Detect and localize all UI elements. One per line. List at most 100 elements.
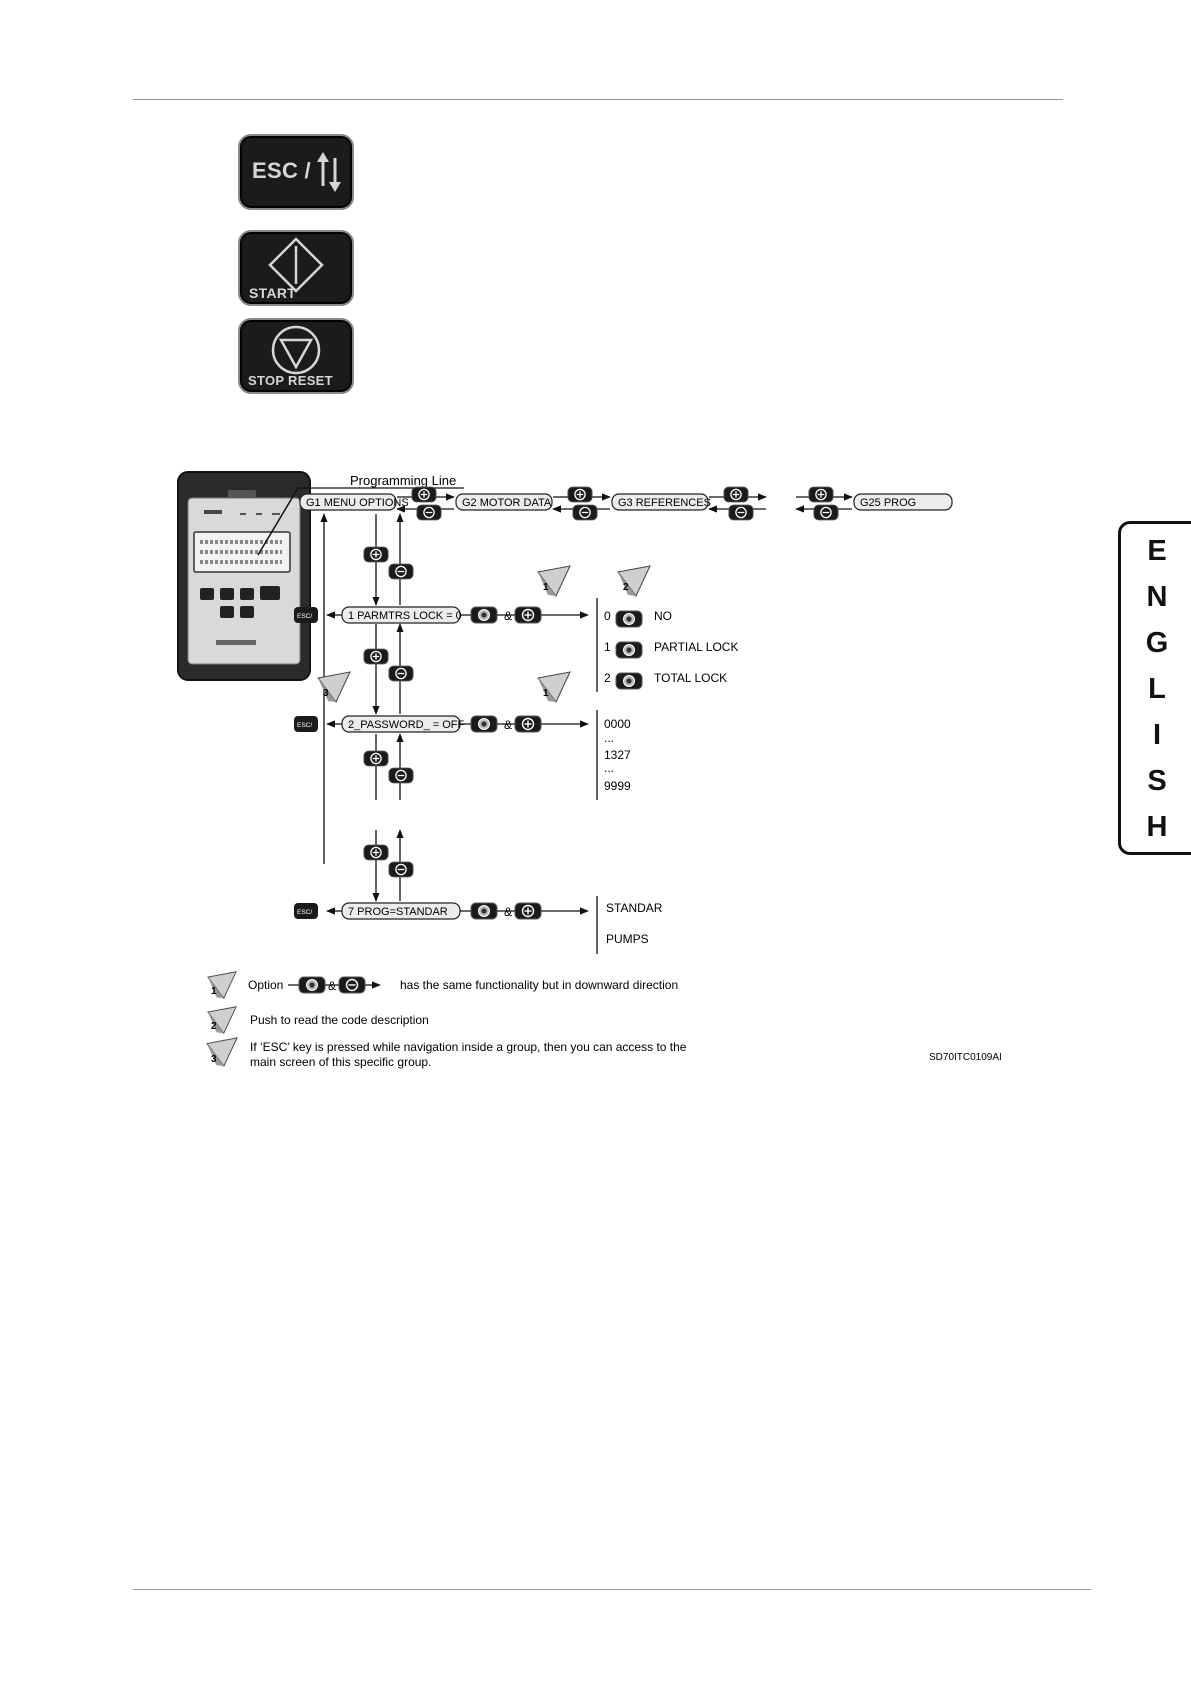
legend-note-2: 2 Push to read the code description (207, 1006, 429, 1034)
svg-text:1: 1 (604, 640, 611, 654)
plus-button-icon (567, 486, 593, 503)
language-letter: H (1146, 811, 1168, 843)
console-device-illustration (177, 471, 311, 681)
svg-text:1327: 1327 (604, 748, 631, 762)
prog-values: STANDAR PUMPS (606, 901, 663, 946)
lock-option-1: 1 PARTIAL LOCK (604, 640, 738, 659)
note-marker-3: 3 (317, 671, 351, 703)
svg-text:2: 2 (623, 582, 629, 593)
esc-key-small-2: ESC/ (294, 716, 318, 732)
stop-reset-key-illustration: STOP RESET (238, 318, 354, 394)
plus-button-icon (363, 750, 389, 767)
svg-text:1: 1 (211, 986, 217, 997)
param-box-parmtrs-lock: 1 PARMTRS LOCK = 0 (341, 606, 462, 624)
enter-button-icon (615, 672, 643, 690)
up-down-arrows-icon (317, 152, 341, 192)
plus-button-icon (514, 902, 542, 920)
programming-line-diagram: Programming Line G1 MENU OPTIONS G2 MOTO… (177, 471, 1002, 1069)
language-tab: E N G L I S H (1118, 521, 1191, 855)
esc-key-small-1: ESC/ (294, 607, 318, 623)
svg-text:Option: Option (248, 978, 283, 992)
language-letter: N (1146, 581, 1168, 613)
svg-text:1: 1 (543, 582, 549, 593)
svg-text:...: ... (604, 761, 614, 775)
svg-text:PUMPS: PUMPS (606, 932, 649, 946)
svg-text:9999: 9999 (604, 779, 631, 793)
enter-button-icon (615, 641, 643, 659)
stop-triangle-icon (271, 325, 321, 375)
group-box-g3: G3 REFERENCES (611, 493, 711, 511)
svg-text:0000: 0000 (604, 717, 631, 731)
group-box-g1: G1 MENU OPTIONS (299, 493, 409, 511)
minus-button-icon (388, 563, 414, 580)
svg-text:has the same functionality but: has the same functionality but in downwa… (400, 978, 678, 992)
svg-text:NO: NO (654, 609, 672, 623)
language-letter: E (1147, 535, 1167, 567)
language-letter: I (1152, 719, 1162, 751)
svg-text:...: ... (604, 731, 614, 745)
minus-button-icon (416, 504, 442, 521)
plus-button-icon (723, 486, 749, 503)
minus-button-icon (388, 767, 414, 784)
svg-text:&: & (504, 718, 512, 732)
svg-text:&: & (328, 979, 336, 993)
svg-text:1: 1 (543, 688, 549, 699)
minus-button-icon (813, 504, 839, 521)
minus-button-icon (572, 504, 598, 521)
svg-text:2_PASSWORD_ = OFF: 2_PASSWORD_ = OFF (348, 719, 465, 731)
svg-text:7 PROG=STANDAR: 7 PROG=STANDAR (348, 906, 448, 918)
lock-option-2: 2 TOTAL LOCK (604, 671, 727, 690)
group-box-g25: G25 PROG (853, 493, 953, 511)
svg-text:3: 3 (211, 1054, 217, 1065)
group-label-g25: G25 PROG (860, 497, 916, 509)
svg-text:PARTIAL LOCK: PARTIAL LOCK (654, 640, 738, 654)
esc-key-illustration: ESC / (238, 134, 354, 210)
minus-button-icon (388, 665, 414, 682)
enter-button-icon (470, 606, 498, 624)
footer-rule (133, 1589, 1091, 1590)
esc-key-small-3: ESC/ (294, 903, 318, 919)
svg-text:ESC/: ESC/ (297, 613, 312, 620)
enter-button-icon (615, 610, 643, 628)
svg-text:&: & (504, 609, 512, 623)
svg-text:2: 2 (604, 671, 611, 685)
start-diamond-icon (268, 237, 324, 293)
legend-note-1: 1 Option & has the same functionality bu… (207, 971, 678, 999)
plus-button-icon (411, 486, 437, 503)
group-label-g2: G2 MOTOR DATA (462, 497, 552, 509)
svg-text:Push to read the code descript: Push to read the code description (250, 1013, 429, 1027)
param-box-prog: 7 PROG=STANDAR (341, 902, 461, 920)
plus-button-icon (363, 546, 389, 563)
plus-button-icon (363, 844, 389, 861)
start-key-label: START (249, 285, 297, 301)
legend-note-3: 3 If ‘ESC’ key is pressed while navigati… (206, 1037, 687, 1069)
svg-text:1 PARMTRS LOCK = 0: 1 PARMTRS LOCK = 0 (348, 610, 462, 622)
language-letter: G (1145, 627, 1169, 659)
figure-code: SD70ITC0109AI (929, 1052, 1002, 1063)
note-marker-1: 1 (537, 565, 571, 597)
plus-button-icon (514, 606, 542, 624)
svg-text:If ‘ESC’ key is pressed while: If ‘ESC’ key is pressed while navigation… (250, 1040, 687, 1054)
svg-text:STANDAR: STANDAR (606, 901, 663, 915)
stop-reset-key-label: STOP RESET (248, 373, 333, 388)
svg-text:0: 0 (604, 609, 611, 623)
svg-text:&: & (504, 905, 512, 919)
plus-button-icon (363, 648, 389, 665)
plus-button-icon (514, 715, 542, 733)
language-letter: L (1148, 673, 1166, 705)
svg-text:main screen of this specific g: main screen of this specific group. (250, 1055, 431, 1069)
esc-key-label: ESC / (252, 158, 311, 183)
group-box-g2: G2 MOTOR DATA (455, 493, 553, 511)
minus-button-icon (388, 861, 414, 878)
plus-button-icon (808, 486, 834, 503)
minus-button-icon (338, 976, 366, 994)
svg-text:ESC/: ESC/ (297, 909, 312, 916)
language-letter: S (1147, 765, 1167, 797)
svg-text:3: 3 (323, 688, 329, 699)
enter-button-icon (298, 976, 326, 994)
enter-button-icon (470, 902, 498, 920)
note-marker-2: 2 (617, 565, 651, 597)
svg-text:2: 2 (211, 1021, 217, 1032)
password-values: 0000 ... 1327 ... 9999 (604, 717, 631, 793)
minus-button-icon (728, 504, 754, 521)
